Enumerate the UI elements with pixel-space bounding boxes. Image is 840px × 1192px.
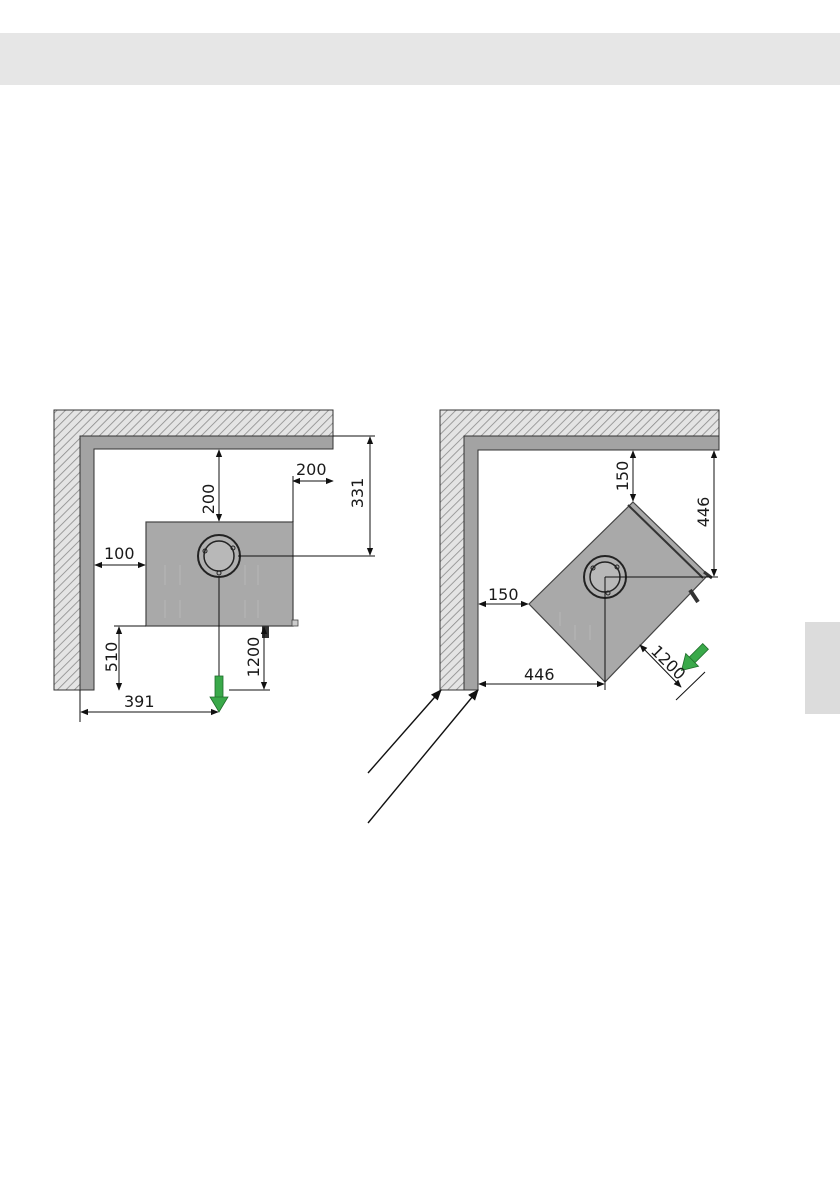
left-dim-left-clearance: 100: [104, 544, 135, 563]
left-dim-flue-left: 391: [124, 692, 155, 711]
right-dim-front-clearance: 1200: [647, 641, 689, 683]
left-dim-front-clearance: 1200: [244, 637, 263, 678]
plan-right: 150 446 150 446 1200: [368, 410, 719, 823]
plan-left: 200 200 331 100 510 1200 391: [54, 410, 375, 722]
left-dim-flue-bottom: 510: [102, 642, 121, 673]
right-dim-flue-right: 446: [694, 497, 713, 528]
right-dim-top-clearance: 150: [613, 461, 632, 492]
right-dim-left-clearance: 150: [488, 585, 519, 604]
left-stove-handle: [262, 626, 269, 638]
right-dim-flue-bottom: 446: [524, 665, 555, 684]
left-dim-right-clearance: 200: [296, 460, 327, 479]
left-dim-top-clearance: 200: [199, 484, 218, 515]
left-dim-flue-right: 331: [348, 478, 367, 509]
leader-arrows: [368, 690, 478, 823]
left-flue-collar-icon: [198, 535, 240, 577]
left-green-arrow-icon: [210, 676, 228, 712]
